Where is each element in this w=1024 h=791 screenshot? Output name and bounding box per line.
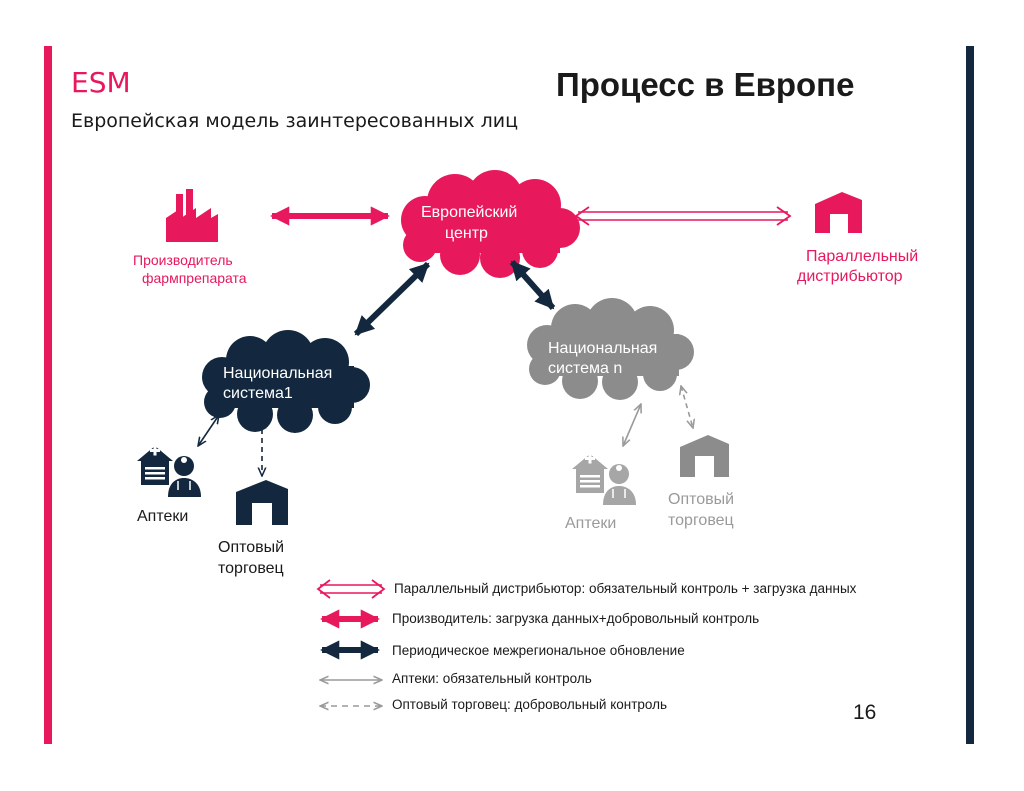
esm-label: ESM (71, 66, 131, 99)
parallel-distributor-label-line1: Параллельный (806, 248, 919, 265)
subtitle: Европейская модель заинтересованных лиц (71, 110, 519, 132)
hub-national-n-arrow (509, 260, 556, 310)
legend-symbol-parallel (316, 579, 386, 599)
factory-icon (166, 189, 218, 242)
page-title: Процесс в Европе (556, 66, 855, 103)
pharmacy-n-icon (572, 453, 636, 505)
wholesaler-n-label-line1: Оптовый (668, 491, 735, 508)
pharmacies-1-label: Аптеки (137, 508, 189, 525)
wholesaler-1-building-icon (236, 480, 288, 525)
hub-parallel-distributor-arrow (574, 206, 792, 226)
parallel-distributor-building-icon (815, 192, 862, 233)
national-1-label-line2: система1 (223, 385, 293, 402)
manufacturer-label-line2: фармпрепарата (142, 270, 247, 286)
pharmacy-1-icon (137, 445, 201, 497)
wholesaler-n-label-line2: торговец (668, 512, 734, 529)
european-hub-cloud (401, 170, 580, 278)
eu-hub-label-line2: центр (445, 225, 488, 242)
legend-text-manufacturer: Производитель: загрузка данных+доброволь… (392, 611, 760, 626)
national-1-label-line1: Национальная (223, 365, 333, 382)
manufacturer-label-line1: Производитель (133, 252, 233, 268)
left-accent-bar (44, 46, 52, 744)
pharmacies-n-label: Аптеки (565, 515, 617, 532)
wholesaler-n-building-icon (680, 435, 729, 477)
legend-text-wholesaler: Оптовый торговец: добровольный контроль (392, 697, 668, 712)
wholesaler-1-label-line1: Оптовый (218, 539, 285, 556)
national-n-label-line1: Национальная (548, 340, 658, 357)
legend-text-periodic: Периодическое межрегиональное обновление (392, 643, 685, 658)
legend-text-pharmacies: Аптеки: обязательный контроль (392, 671, 592, 686)
right-accent-bar (966, 46, 974, 744)
eu-hub-label-line1: Европейский (421, 204, 518, 221)
wholesaler-1-label-line2: торговец (218, 560, 284, 577)
parallel-distributor-label-line2: дистрибьютор (797, 268, 903, 285)
national-1-pharmacy-arrow (198, 415, 219, 446)
national-n-wholesaler-arrow (681, 386, 693, 428)
national-n-label-line2: система n (548, 360, 623, 377)
hub-national-1-arrow (353, 261, 431, 337)
legend-text-parallel: Параллельный дистрибьютор: обязательный … (394, 581, 857, 596)
national-system-n-cloud (527, 298, 694, 400)
national-system-1-cloud (202, 330, 370, 433)
page-number: 16 (853, 701, 877, 724)
national-n-pharmacy-arrow (623, 404, 641, 446)
